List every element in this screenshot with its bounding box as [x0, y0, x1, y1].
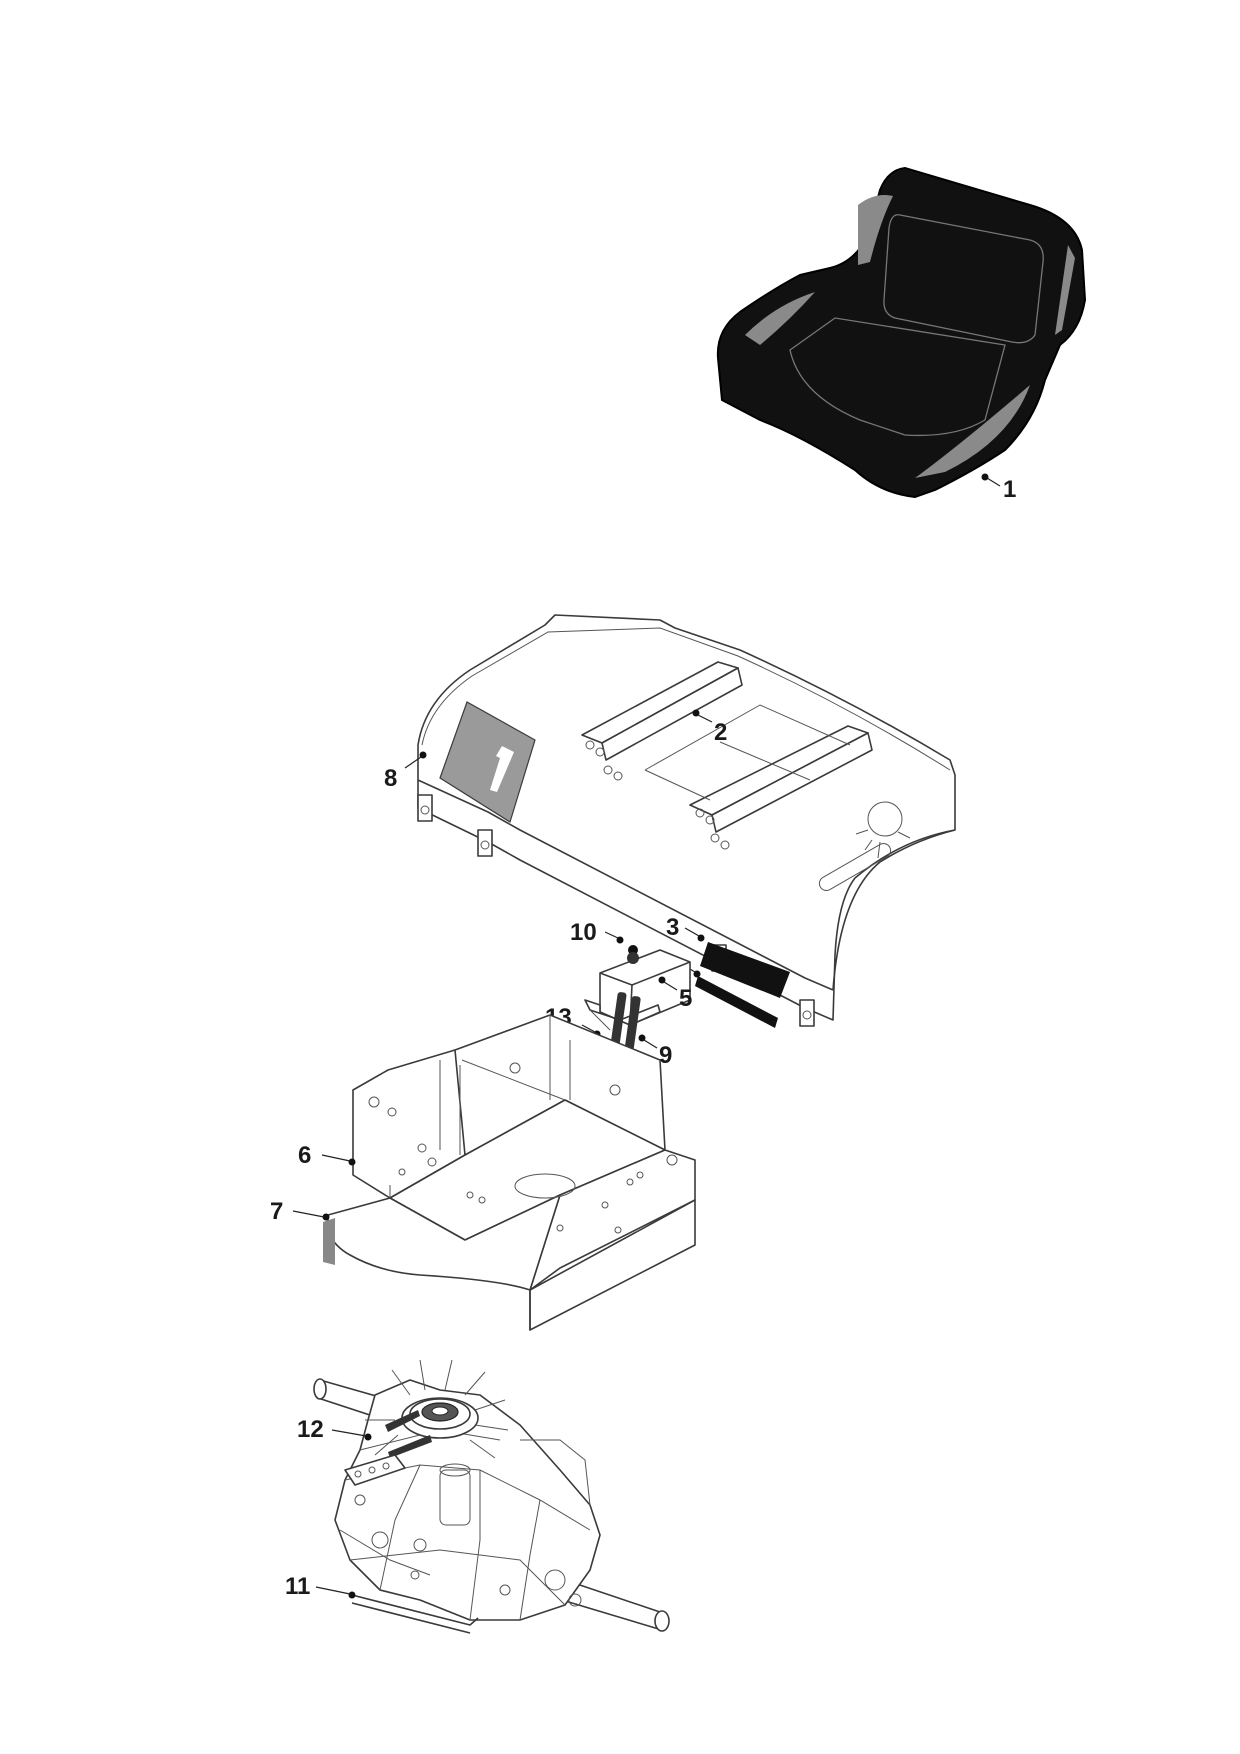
- callout-6-label: 6: [298, 1142, 311, 1169]
- decal-4: [695, 976, 778, 1028]
- decal-3: [700, 942, 790, 998]
- callout-9-label: 9: [659, 1042, 672, 1069]
- callout-12: 12: [297, 1416, 372, 1443]
- seat-pan: [417, 614, 956, 1028]
- callout-2: 2: [692, 709, 727, 746]
- callout-8-label: 8: [384, 765, 397, 792]
- callout-1: 1: [981, 473, 1016, 503]
- callout-7-label: 7: [270, 1198, 283, 1225]
- callout-6: 6: [298, 1142, 356, 1169]
- cooling-fan: [365, 1359, 509, 1459]
- callout-10: 10: [570, 919, 624, 946]
- seat-frame: [323, 1014, 696, 1331]
- transaxle: [313, 1359, 670, 1634]
- switch-bracket: [584, 945, 691, 1057]
- callout-10-label: 10: [570, 919, 597, 946]
- slot-and-cap: [818, 801, 911, 891]
- callout-7: 7: [270, 1198, 330, 1225]
- seat-rails: [581, 661, 873, 850]
- callout-5-label: 5: [679, 985, 692, 1012]
- floor-hole: [514, 1173, 576, 1199]
- callout-2-label: 2: [714, 719, 727, 746]
- callout-8: 8: [384, 751, 427, 792]
- callout-9: 9: [638, 1034, 672, 1069]
- callout-5: 5: [658, 976, 692, 1012]
- seat: [716, 166, 1087, 499]
- callout-11: 11: [285, 1573, 356, 1600]
- callout-11-label: 11: [285, 1573, 310, 1600]
- callout-1-label: 1: [1003, 476, 1016, 503]
- callout-3: 3: [666, 914, 705, 942]
- callout-3-label: 3: [666, 914, 679, 941]
- callout-12-label: 12: [297, 1416, 324, 1443]
